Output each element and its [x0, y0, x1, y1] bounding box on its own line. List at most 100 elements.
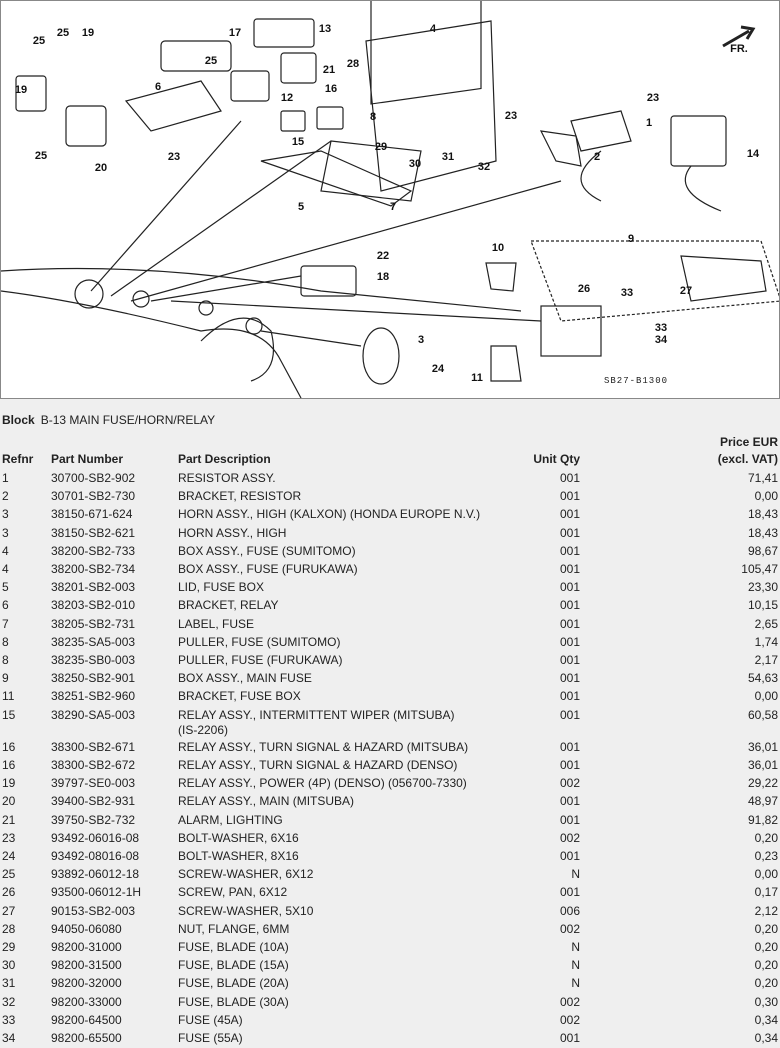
cell-description: FUSE, BLADE (20A)	[178, 976, 289, 991]
cell-part-number: 38251-SB2-960	[51, 689, 136, 704]
callout: 25	[56, 27, 70, 39]
cell-description: FUSE (45A)	[178, 1012, 243, 1027]
cell-description: ALARM, LIGHTING	[178, 812, 283, 827]
cell-price: 10,15	[747, 598, 778, 613]
callout: 9	[627, 233, 635, 245]
cell-description: HORN ASSY., HIGH (KALXON) (HONDA EUROPE …	[178, 507, 481, 522]
cell-description: BOLT-WASHER, 8X16	[178, 849, 299, 863]
cell-description: PULLER, FUSE (SUMITOMO)	[178, 634, 341, 649]
header-price-vat: (excl. VAT)	[717, 452, 778, 466]
cell-qty: 001	[559, 812, 580, 827]
callout: 15	[291, 136, 305, 148]
cell-qty: N	[571, 867, 580, 882]
cell-description: PULLER, FUSE (FURUKAWA)	[178, 653, 343, 667]
cell-qty: 002	[559, 830, 580, 845]
cell-part-number: 38290-SA5-003	[51, 707, 136, 722]
cell-part-number: 30701-SB2-730	[51, 489, 136, 504]
cell-refnr: 23	[2, 830, 16, 845]
cell-description: BOX ASSY., FUSE (FURUKAWA)	[178, 562, 358, 576]
cell-refnr: 4	[2, 543, 9, 558]
cell-part-number: 38250-SB2-901	[51, 671, 136, 686]
callout: 11	[471, 372, 483, 384]
cell-refnr: 4	[2, 562, 9, 576]
cell-refnr: 33	[2, 1012, 16, 1027]
cell-part-number: 38150-671-624	[51, 507, 133, 522]
cell-description: FUSE, BLADE (15A)	[178, 958, 289, 973]
cell-price: 23,30	[747, 580, 778, 595]
cell-refnr: 30	[2, 958, 16, 973]
cell-price: 2,65	[754, 616, 778, 631]
cell-refnr: 8	[2, 653, 9, 667]
cell-refnr: 7	[2, 616, 9, 631]
callout: 20	[94, 162, 108, 174]
cell-qty: 001	[559, 489, 580, 504]
cell-price: 18,43	[747, 525, 778, 540]
cell-description: HORN ASSY., HIGH	[178, 525, 287, 540]
callout: 14	[746, 148, 760, 160]
callout: 16	[324, 83, 338, 95]
header-part-number: Part Number	[51, 452, 124, 466]
cell-description: BRACKET, RELAY	[178, 598, 279, 613]
cell-qty: 001	[559, 794, 580, 809]
cell-price: 1,74	[754, 634, 778, 649]
cell-qty: 001	[559, 580, 580, 595]
cell-qty: 001	[559, 707, 580, 722]
callout: 31	[441, 151, 455, 163]
cell-price: 48,97	[747, 794, 778, 809]
exploded-view-drawing	[1, 1, 779, 398]
callout: 19	[81, 27, 95, 39]
cell-qty: 001	[559, 758, 580, 772]
cell-price: 36,01	[747, 739, 778, 754]
cell-description: RELAY ASSY., POWER (4P) (DENSO) (056700-…	[178, 776, 467, 791]
cell-description: FUSE, BLADE (10A)	[178, 940, 289, 954]
cell-part-number: 38201-SB2-003	[51, 580, 136, 595]
cell-qty: 001	[559, 471, 580, 485]
cell-refnr: 8	[2, 634, 9, 649]
cell-qty: 001	[559, 739, 580, 754]
callout: 33	[620, 287, 634, 299]
callout: 13	[318, 23, 332, 35]
cell-refnr: 24	[2, 849, 16, 863]
cell-price: 18,43	[747, 507, 778, 522]
cell-qty: 001	[559, 525, 580, 540]
cell-refnr: 25	[2, 867, 16, 882]
cell-qty: 001	[559, 562, 580, 576]
cell-part-number: 39400-SB2-931	[51, 794, 136, 809]
cell-description: NUT, FLANGE, 6MM	[178, 921, 290, 936]
cell-part-number: 98200-31000	[51, 940, 122, 954]
callout: 25	[204, 55, 218, 67]
callout: 23	[167, 151, 181, 163]
cell-price: 2,17	[754, 653, 778, 667]
cell-refnr: 29	[2, 940, 16, 954]
callout: 4	[429, 23, 437, 35]
cell-price: 91,82	[747, 812, 778, 827]
callout: 27	[679, 285, 693, 297]
header-price-currency: Price EUR	[719, 435, 778, 449]
cell-qty: N	[571, 976, 580, 991]
cell-qty: 001	[559, 653, 580, 667]
cell-price: 2,12	[754, 903, 778, 918]
cell-price: 0,34	[754, 1031, 778, 1045]
cell-price: 0,20	[754, 976, 778, 991]
cell-price: 0,00	[754, 489, 778, 504]
cell-qty: 001	[559, 616, 580, 631]
cell-qty: 001	[559, 507, 580, 522]
cell-qty: 002	[559, 776, 580, 791]
callout: 8	[369, 111, 377, 123]
callout: 29	[374, 141, 388, 153]
cell-refnr: 21	[2, 812, 16, 827]
header-description: Part Description	[178, 452, 271, 466]
table-header-top: Price EUR	[0, 433, 780, 451]
cell-part-number: 38300-SB2-671	[51, 739, 136, 754]
cell-price: 0,00	[754, 867, 778, 882]
